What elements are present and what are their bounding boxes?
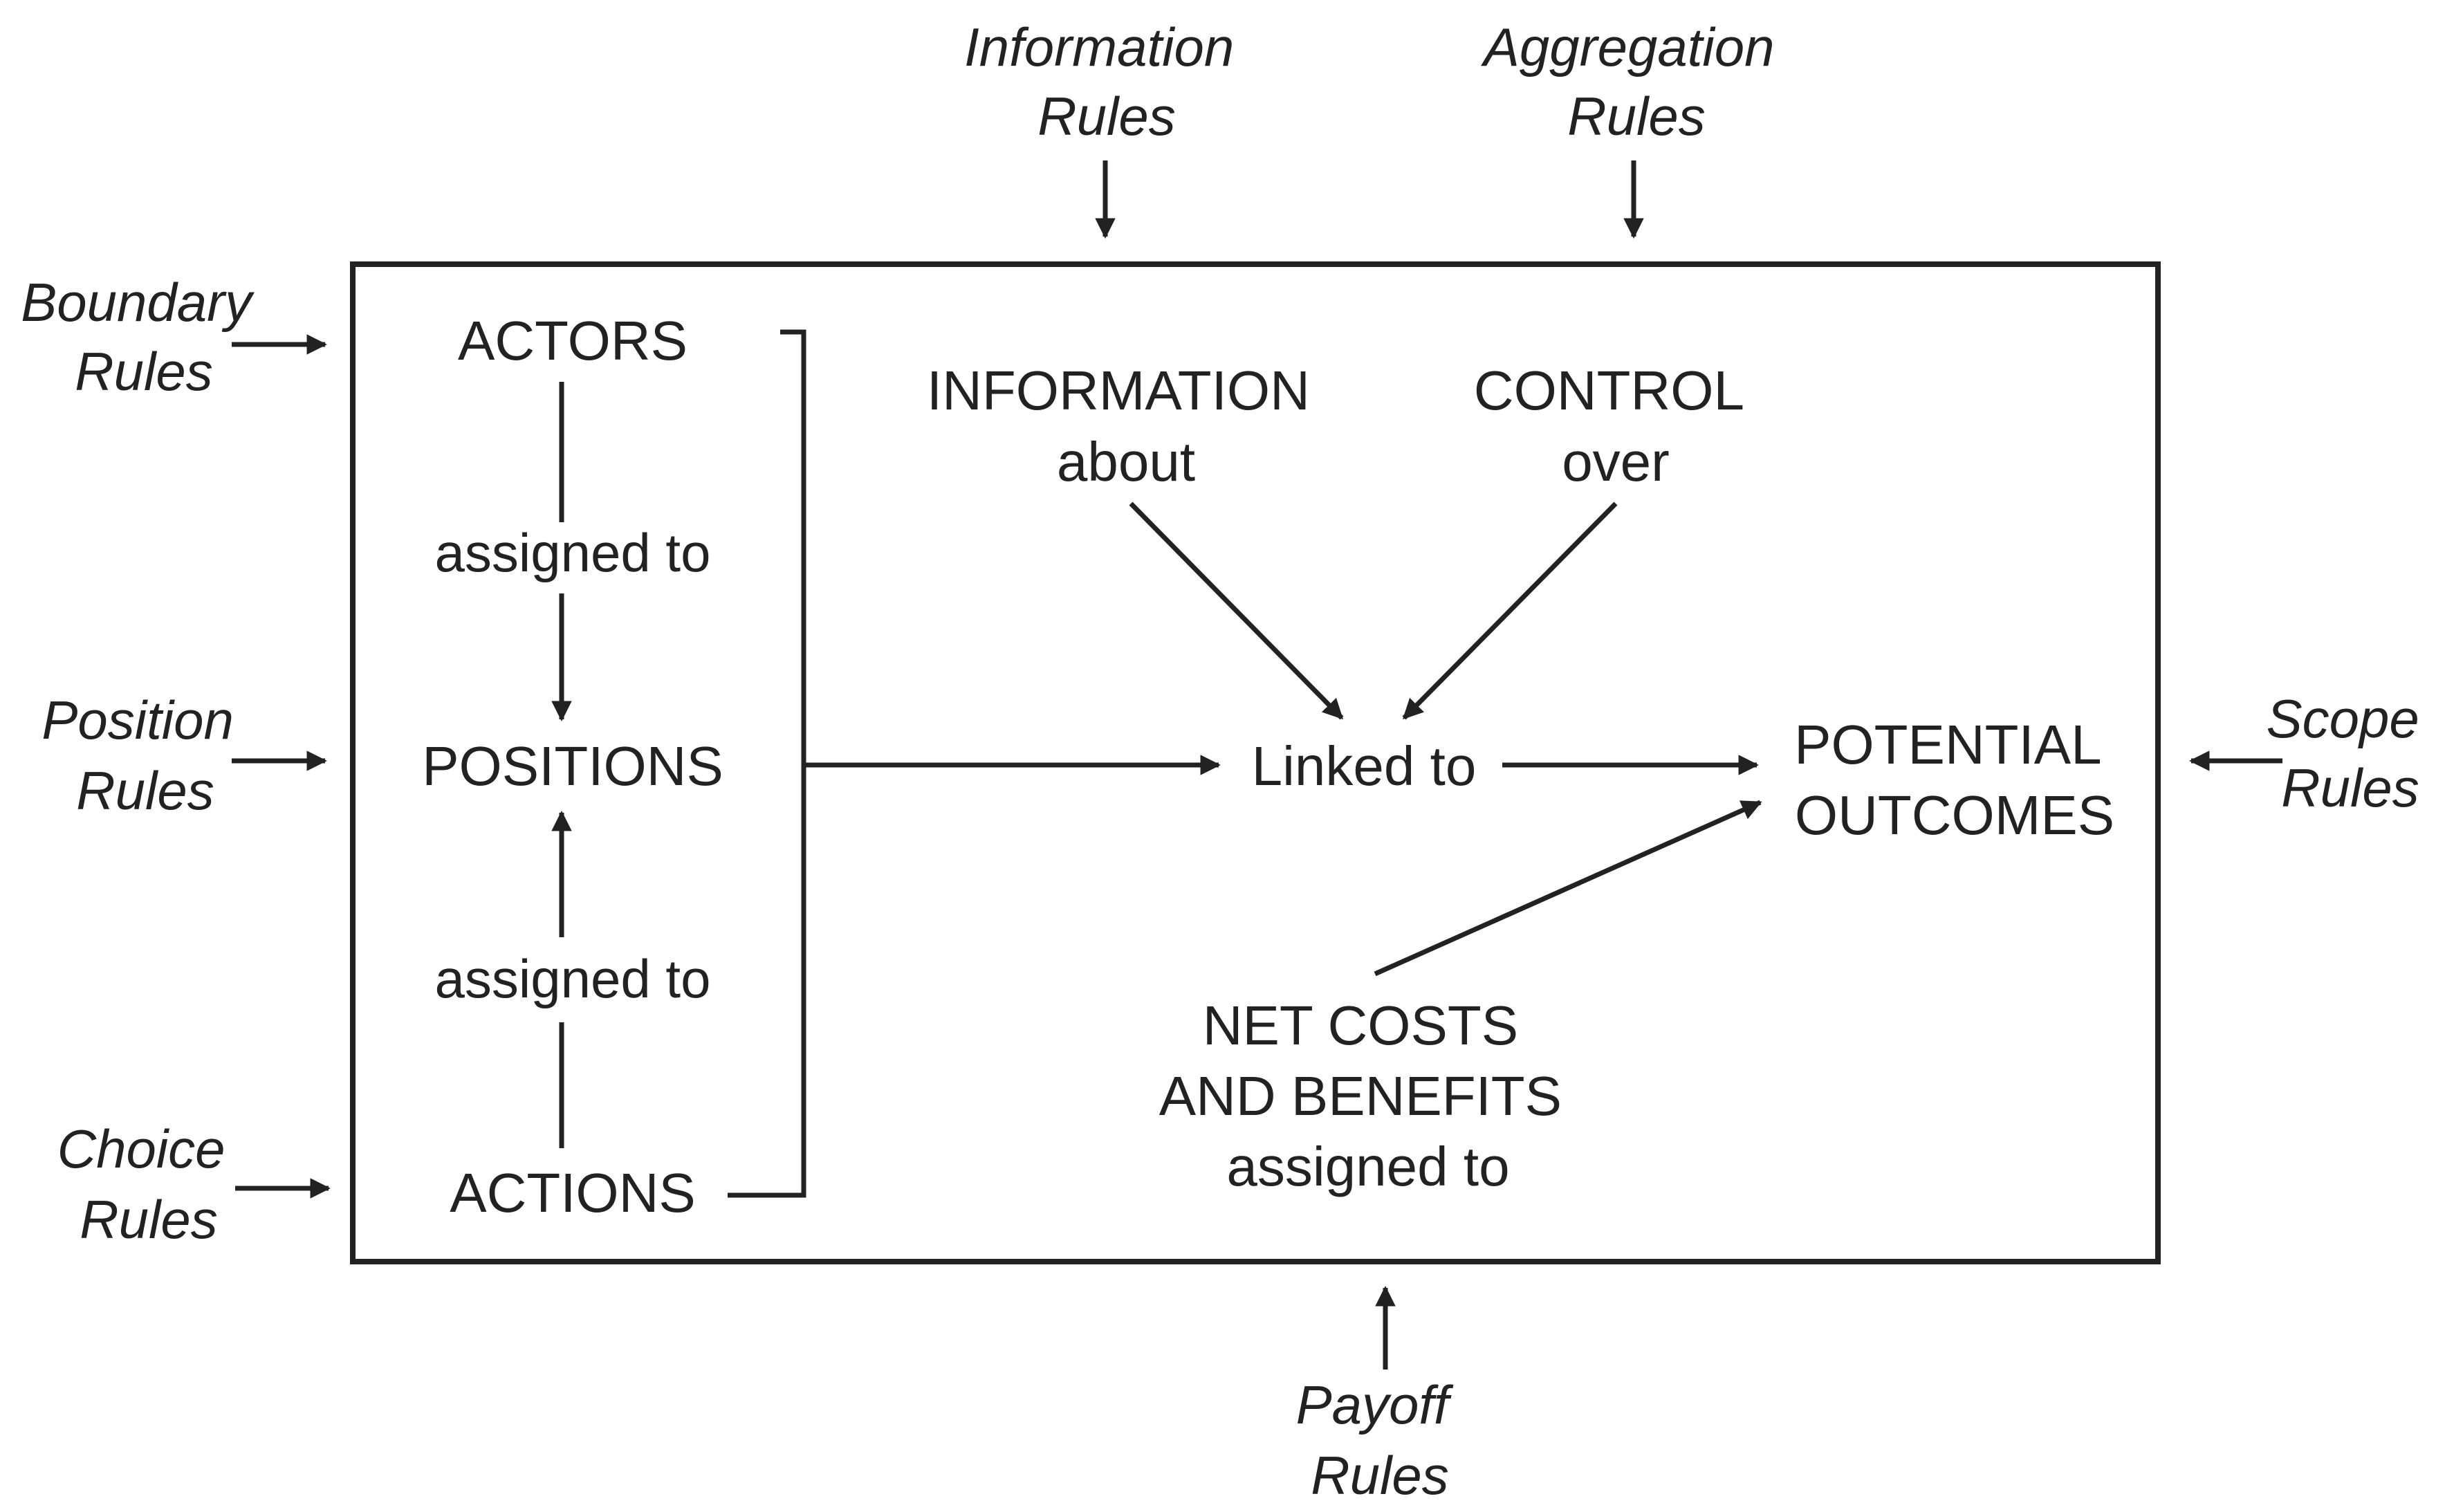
actors-to-positions-label: assigned to: [435, 522, 711, 583]
payoff-rules-label: Payoff Rules: [1296, 1374, 1464, 1506]
information-rules-label: Information Rules: [964, 17, 1249, 147]
information-to-linked-arrow: [1129, 501, 1344, 720]
aggregation-rules-label: Aggregation Rules: [1481, 17, 1789, 147]
actions-node: ACTIONS: [450, 1162, 696, 1224]
costs-to-outcomes-arrow: [1374, 800, 1762, 977]
position-rules-label: Position Rules: [41, 690, 248, 821]
information-node: INFORMATION about: [927, 360, 1325, 492]
actions-to-positions-label: assigned to: [435, 948, 711, 1009]
outcomes-node: POTENTIAL OUTCOMES: [1794, 714, 2115, 846]
control-to-linked-arrow: [1402, 501, 1618, 720]
choice-rules-label: Choice Rules: [57, 1118, 240, 1250]
boundary-rules-label: Boundary Rules: [21, 272, 267, 402]
control-node: CONTROL over: [1474, 360, 1757, 492]
positions-node: POSITIONS: [422, 735, 723, 797]
action-situation-frame: [350, 261, 2161, 1264]
linked-node: Linked to: [1252, 735, 1477, 797]
scope-rules-label: Scope Rules: [2267, 688, 2435, 818]
costs-node: NET COSTS AND BENEFITS assigned to: [1159, 995, 1578, 1197]
left-group-bracket: [728, 329, 806, 1198]
actors-node: ACTORS: [458, 310, 688, 371]
